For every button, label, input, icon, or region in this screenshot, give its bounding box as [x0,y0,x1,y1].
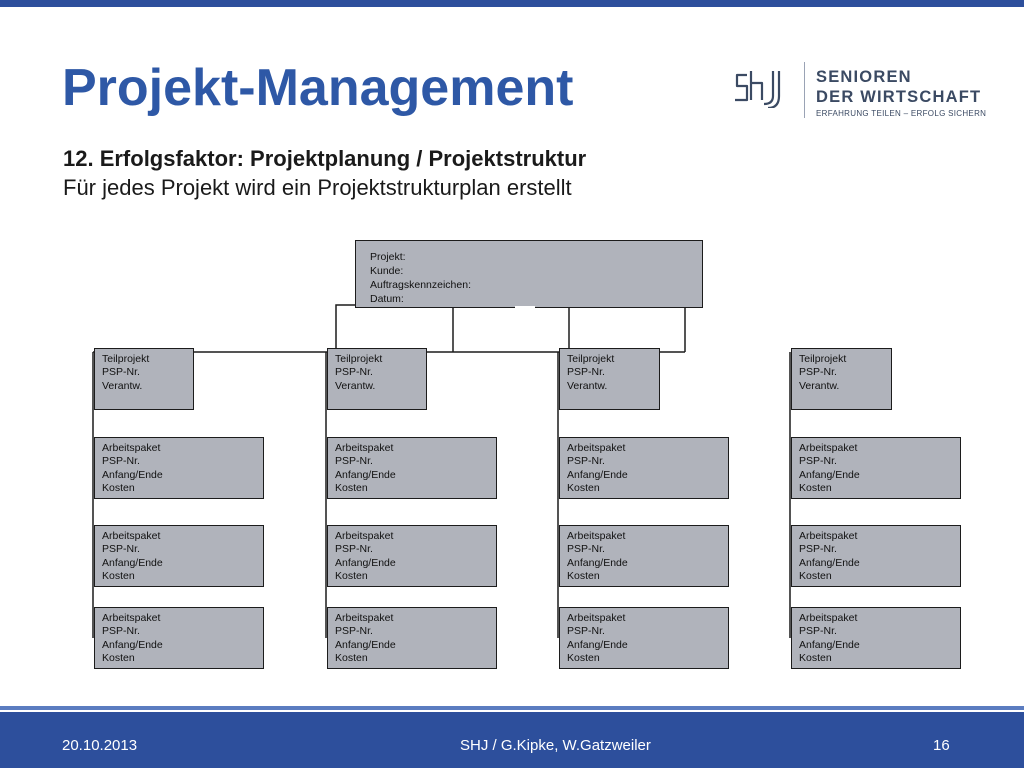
arbeitspaket-kosten: Kosten [335,570,368,583]
footer-date: 20.10.2013 [62,737,138,754]
footer-accent-line [0,706,1024,710]
arbeitspaket-kosten: Kosten [567,652,600,665]
logo-text-line1: SENIOREN [816,68,912,86]
arbeitspaket-label: Arbeitspaket [102,442,161,454]
arbeitspaket-label: Arbeitspaket [567,442,626,454]
arbeitspaket-box: Arbeitspaket PSP-Nr. Anfang/Ende Kosten [327,525,497,587]
teilprojekt-verantw: Verantw. [335,379,376,392]
arbeitspaket-box: Arbeitspaket PSP-Nr. Anfang/Ende Kosten [559,525,729,587]
teilprojekt-label: Teilprojekt [102,353,150,365]
arbeitspaket-psp: PSP-Nr. [102,625,140,638]
logo-separator [804,62,805,118]
arbeitspaket-anfang-ende: Anfang/Ende [567,638,628,651]
arbeitspaket-psp: PSP-Nr. [102,543,140,556]
teilprojekt-box: Teilprojekt PSP-Nr. Verantw. [559,348,660,410]
arbeitspaket-label: Arbeitspaket [102,612,161,624]
root-label-kunde: Kunde: [370,265,404,277]
arbeitspaket-kosten: Kosten [102,482,135,495]
slide-subheading: Für jedes Projekt wird ein Projektstrukt… [63,175,572,200]
shj-logo-mark-icon [735,71,781,108]
arbeitspaket-anfang-ende: Anfang/Ende [799,556,860,569]
arbeitspaket-anfang-ende: Anfang/Ende [102,468,163,481]
teilprojekt-label: Teilprojekt [799,353,847,365]
root-label-projekt: Projekt: [370,251,406,263]
arbeitspaket-anfang-ende: Anfang/Ende [335,638,396,651]
teilprojekt-psp: PSP-Nr. [799,366,837,379]
arbeitspaket-anfang-ende: Anfang/Ende [799,468,860,481]
arbeitspaket-psp: PSP-Nr. [567,625,605,638]
arbeitspaket-box: Arbeitspaket PSP-Nr. Anfang/Ende Kosten [94,525,264,587]
root-border-gap [515,306,535,310]
arbeitspaket-kosten: Kosten [102,652,135,665]
arbeitspaket-label: Arbeitspaket [567,612,626,624]
arbeitspaket-label: Arbeitspaket [799,530,858,542]
slide-title: Projekt-Management [62,59,574,117]
arbeitspaket-psp: PSP-Nr. [799,543,837,556]
arbeitspaket-anfang-ende: Anfang/Ende [102,556,163,569]
arbeitspaket-anfang-ende: Anfang/Ende [335,556,396,569]
arbeitspaket-kosten: Kosten [102,570,135,583]
arbeitspaket-label: Arbeitspaket [335,442,394,454]
arbeitspaket-box: Arbeitspaket PSP-Nr. Anfang/Ende Kosten [94,607,264,669]
shj-logo: SENIOREN DER WIRTSCHAFT ERFAHRUNG TEILEN… [733,62,987,122]
arbeitspaket-box: Arbeitspaket PSP-Nr. Anfang/Ende Kosten [791,525,961,587]
teilprojekt-verantw: Verantw. [102,379,143,392]
arbeitspaket-box: Arbeitspaket PSP-Nr. Anfang/Ende Kosten [327,437,497,499]
arbeitspaket-anfang-ende: Anfang/Ende [567,556,628,569]
teilprojekt-psp: PSP-Nr. [567,366,605,379]
arbeitspaket-box: Arbeitspaket PSP-Nr. Anfang/Ende Kosten [559,607,729,669]
teilprojekt-verantw: Verantw. [567,379,608,392]
arbeitspaket-psp: PSP-Nr. [799,455,837,468]
arbeitspaket-kosten: Kosten [335,482,368,495]
teilprojekt-psp: PSP-Nr. [102,366,140,379]
arbeitspaket-psp: PSP-Nr. [799,625,837,638]
arbeitspaket-kosten: Kosten [335,652,368,665]
arbeitspaket-box: Arbeitspaket PSP-Nr. Anfang/Ende Kosten [327,607,497,669]
logo-text-line2: DER WIRTSCHAFT [816,88,982,106]
teilprojekt-psp: PSP-Nr. [335,366,373,379]
arbeitspaket-psp: PSP-Nr. [335,543,373,556]
footer-authors: SHJ / G.Kipke, W.Gatzweiler [460,737,651,754]
arbeitspaket-kosten: Kosten [799,482,832,495]
logo-tagline: ERFAHRUNG TEILEN – ERFOLG SICHERN [816,109,987,118]
arbeitspaket-label: Arbeitspaket [799,612,858,624]
arbeitspaket-box: Arbeitspaket PSP-Nr. Anfang/Ende Kosten [559,437,729,499]
arbeitspaket-label: Arbeitspaket [799,442,858,454]
root-label-auftragskennzeichen: Auftragskennzeichen: [370,279,471,291]
slide-heading: 12. Erfolgsfaktor: Projektplanung / Proj… [63,146,587,171]
arbeitspaket-kosten: Kosten [799,570,832,583]
teilprojekt-box: Teilprojekt PSP-Nr. Verantw. [327,348,427,410]
arbeitspaket-psp: PSP-Nr. [567,455,605,468]
teilprojekt-verantw: Verantw. [799,379,840,392]
arbeitspaket-label: Arbeitspaket [335,612,394,624]
project-root-box: Projekt: Kunde: Auftragskennzeichen: Dat… [355,240,703,308]
arbeitspaket-box: Arbeitspaket PSP-Nr. Anfang/Ende Kosten [94,437,264,499]
arbeitspaket-kosten: Kosten [567,570,600,583]
arbeitspaket-psp: PSP-Nr. [335,455,373,468]
arbeitspaket-anfang-ende: Anfang/Ende [102,638,163,651]
teilprojekt-box: Teilprojekt PSP-Nr. Verantw. [94,348,194,410]
arbeitspaket-anfang-ende: Anfang/Ende [335,468,396,481]
arbeitspaket-label: Arbeitspaket [567,530,626,542]
footer-page-number: 16 [933,737,950,754]
teilprojekt-label: Teilprojekt [567,353,615,365]
arbeitspaket-psp: PSP-Nr. [567,543,605,556]
root-label-datum: Datum: [370,293,404,305]
arbeitspaket-kosten: Kosten [799,652,832,665]
slide-footer [0,712,1024,768]
arbeitspaket-kosten: Kosten [567,482,600,495]
arbeitspaket-label: Arbeitspaket [335,530,394,542]
top-accent-bar [0,0,1024,7]
teilprojekt-box: Teilprojekt PSP-Nr. Verantw. [791,348,892,410]
arbeitspaket-box: Arbeitspaket PSP-Nr. Anfang/Ende Kosten [791,607,961,669]
arbeitspaket-psp: PSP-Nr. [335,625,373,638]
arbeitspaket-anfang-ende: Anfang/Ende [799,638,860,651]
teilprojekt-label: Teilprojekt [335,353,383,365]
arbeitspaket-anfang-ende: Anfang/Ende [567,468,628,481]
arbeitspaket-psp: PSP-Nr. [102,455,140,468]
arbeitspaket-box: Arbeitspaket PSP-Nr. Anfang/Ende Kosten [791,437,961,499]
arbeitspaket-label: Arbeitspaket [102,530,161,542]
